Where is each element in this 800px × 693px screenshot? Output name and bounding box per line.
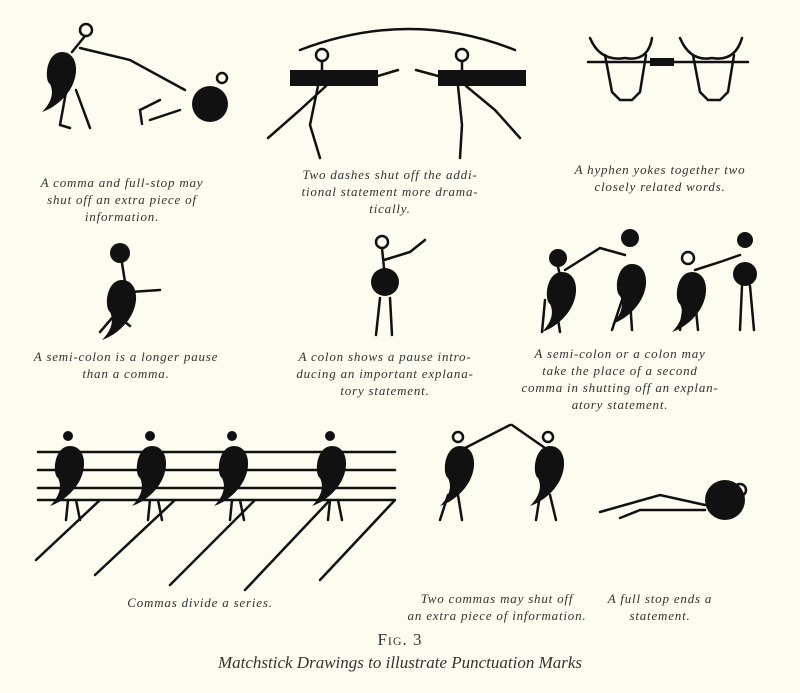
caption-line: A semi-colon is a longer pause <box>33 349 219 364</box>
caption-line: Two dashes shut off the addi- <box>302 167 478 182</box>
caption-two-dashes: Two dashes shut off the addi- tional sta… <box>302 166 479 217</box>
caption-line: comma in shutting off an explan- <box>521 380 719 395</box>
caption-line: A full stop ends a <box>607 591 713 606</box>
colon-drawing <box>371 234 427 337</box>
two-dashes-drawing <box>266 27 526 160</box>
caption-full-stop: A full stop ends a statement. <box>608 590 712 624</box>
caption-line: than a comma. <box>82 366 170 381</box>
caption-two-commas: Two commas may shut off an extra piece o… <box>408 590 587 624</box>
caption-semicolon: A semi-colon is a longer pause than a co… <box>34 348 218 382</box>
caption-line: shut off an extra piece of <box>47 192 197 207</box>
caption-semicolon-or-colon: A semi-colon or a colon may take the pla… <box>521 345 718 413</box>
figure-label: Fig. 3 <box>377 630 423 649</box>
commas-series-drawing <box>34 431 397 592</box>
two-commas-drawing <box>438 423 566 522</box>
caption-hyphen: A hyphen yokes together two closely rela… <box>575 161 746 195</box>
full-stop-drawing <box>598 480 748 520</box>
caption-line: ducing an important explana- <box>296 366 474 381</box>
caption-line: A colon shows a pause intro- <box>298 349 472 364</box>
caption-line: A comma and full-stop may <box>40 175 204 190</box>
comma-and-fullstop-drawing <box>40 22 229 130</box>
caption-line: A semi-colon or a colon may <box>534 346 706 361</box>
caption-line: statement. <box>629 608 691 623</box>
caption-line: A hyphen yokes together two <box>574 162 746 177</box>
caption-line: closely related words. <box>594 179 726 194</box>
caption-line: an extra piece of information. <box>407 608 587 623</box>
caption-line: Commas divide a series. <box>127 595 273 610</box>
caption-line: Two commas may shut off <box>420 591 574 606</box>
semicolon-drawing <box>98 243 162 342</box>
caption-line: take the place of a second <box>542 363 698 378</box>
caption-line: atory statement. <box>571 397 669 412</box>
caption-commas-series: Commas divide a series. <box>127 594 273 611</box>
caption-colon: A colon shows a pause intro- ducing an i… <box>296 348 473 399</box>
semicolon-colon-drawing <box>540 229 757 334</box>
caption-line: information. <box>84 209 160 224</box>
caption-line: tically. <box>369 201 411 216</box>
hyphen-oxen-drawing <box>586 36 750 102</box>
caption-comma-fullstop: A comma and full-stop may shut off an ex… <box>41 174 204 225</box>
figure-title: Matchstick Drawings to illustrate Punctu… <box>217 653 583 672</box>
caption-line: tory statement. <box>340 383 430 398</box>
caption-line: tional statement more drama- <box>301 184 479 199</box>
